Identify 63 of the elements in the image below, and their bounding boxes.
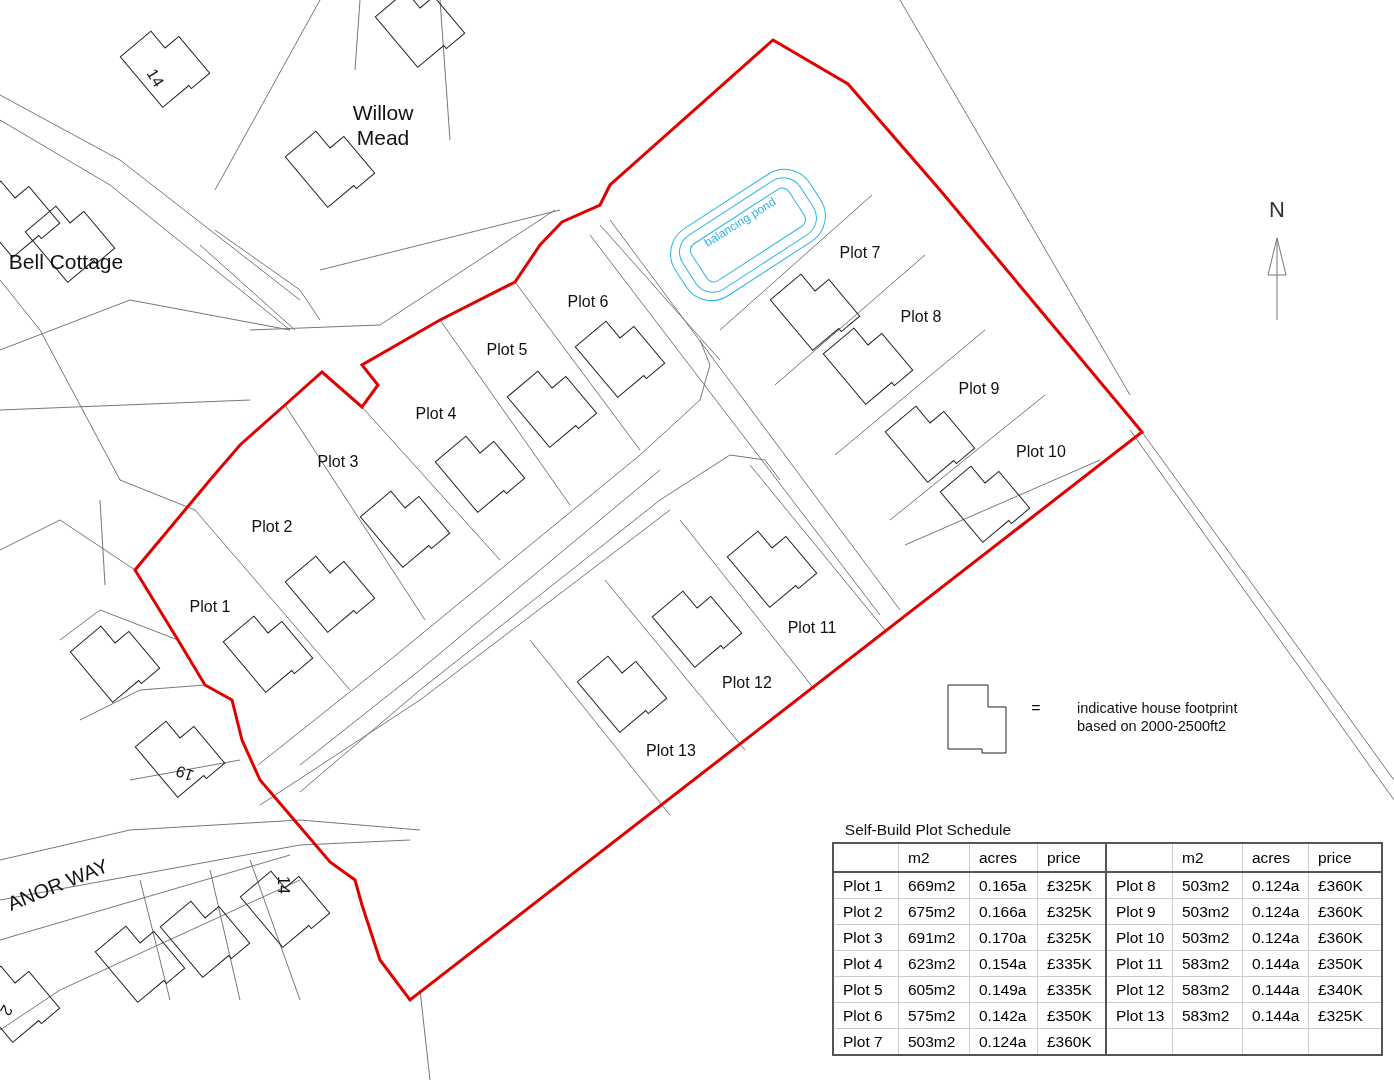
plot-label: Plot 2 xyxy=(251,518,293,536)
plot-label: Plot 8 xyxy=(900,308,942,326)
column-header: acres xyxy=(1242,843,1309,872)
table-cell: 0.165a xyxy=(969,872,1038,899)
plot-label: Plot 12 xyxy=(722,674,772,692)
table-cell: 583m2 xyxy=(1172,976,1243,1003)
road-name: ANOR WAY xyxy=(4,854,112,916)
table-cell: Plot 9 xyxy=(1106,898,1173,925)
house-number: 19 xyxy=(173,761,197,785)
table-cell: 583m2 xyxy=(1172,1002,1243,1029)
table-cell: 503m2 xyxy=(1172,898,1243,925)
table-cell: 0.170a xyxy=(969,924,1038,951)
table-cell: Plot 6 xyxy=(833,1002,899,1029)
table-cell: 503m2 xyxy=(1172,872,1243,899)
table-cell: 691m2 xyxy=(898,924,970,951)
plot-label: Plot 1 xyxy=(189,598,231,616)
plot-label: Plot 13 xyxy=(646,742,696,760)
table-cell: 0.124a xyxy=(1242,872,1309,899)
column-header: acres xyxy=(969,843,1038,872)
table-cell: Plot 3 xyxy=(833,924,899,951)
table-cell: Plot 5 xyxy=(833,976,899,1003)
table-cell: 575m2 xyxy=(898,1002,970,1029)
table-cell: 583m2 xyxy=(1172,950,1243,977)
house-number: 2 xyxy=(0,1001,16,1019)
table-cell: 0.154a xyxy=(969,950,1038,977)
table-cell: 0.149a xyxy=(969,976,1038,1003)
plot-label: Plot 11 xyxy=(787,619,837,637)
table-cell: Plot 10 xyxy=(1106,924,1173,951)
building-name: Willow Mead xyxy=(351,100,415,150)
table-cell: 605m2 xyxy=(898,976,970,1003)
plot-label: Plot 7 xyxy=(839,244,881,262)
table-cell: Plot 11 xyxy=(1106,950,1173,977)
table-title: Self-Build Plot Schedule xyxy=(844,821,1012,839)
column-header: m2 xyxy=(898,843,970,872)
plot-label: Plot 9 xyxy=(958,380,1000,398)
table-cell: Plot 1 xyxy=(833,872,899,899)
table-cell: 0.166a xyxy=(969,898,1038,925)
table-cell: 503m2 xyxy=(1172,924,1243,951)
plot-label: Plot 5 xyxy=(486,341,528,359)
table-cell: Plot 8 xyxy=(1106,872,1173,899)
table-cell: Plot 13 xyxy=(1106,1002,1173,1029)
plot-label: Plot 10 xyxy=(1016,443,1066,461)
equals-sign: = xyxy=(1031,699,1041,717)
table-cell: 623m2 xyxy=(898,950,970,977)
table-cell: Plot 12 xyxy=(1106,976,1173,1003)
table-cell: Plot 2 xyxy=(833,898,899,925)
table-cell: 0.124a xyxy=(1242,924,1309,951)
table-cell: 675m2 xyxy=(898,898,970,925)
column-header: m2 xyxy=(1172,843,1243,872)
house-number: 14 xyxy=(274,876,292,894)
table-cell: 0.144a xyxy=(1242,976,1309,1003)
table-cell: 669m2 xyxy=(898,872,970,899)
table-cell: 0.124a xyxy=(1242,898,1309,925)
north-label: N xyxy=(1269,197,1285,223)
plot-label: Plot 4 xyxy=(415,405,457,423)
table-cell: 0.142a xyxy=(969,1002,1038,1029)
plot-label: Plot 6 xyxy=(567,293,609,311)
plot-label: Plot 3 xyxy=(317,453,359,471)
legend-text: indicative house footprint based on 2000-2500ft2 xyxy=(1077,699,1239,735)
table-cell: Plot 4 xyxy=(833,950,899,977)
table-cell: 0.144a xyxy=(1242,950,1309,977)
house-number: 14 xyxy=(142,65,168,91)
table-cell: 0.144a xyxy=(1242,1002,1309,1029)
